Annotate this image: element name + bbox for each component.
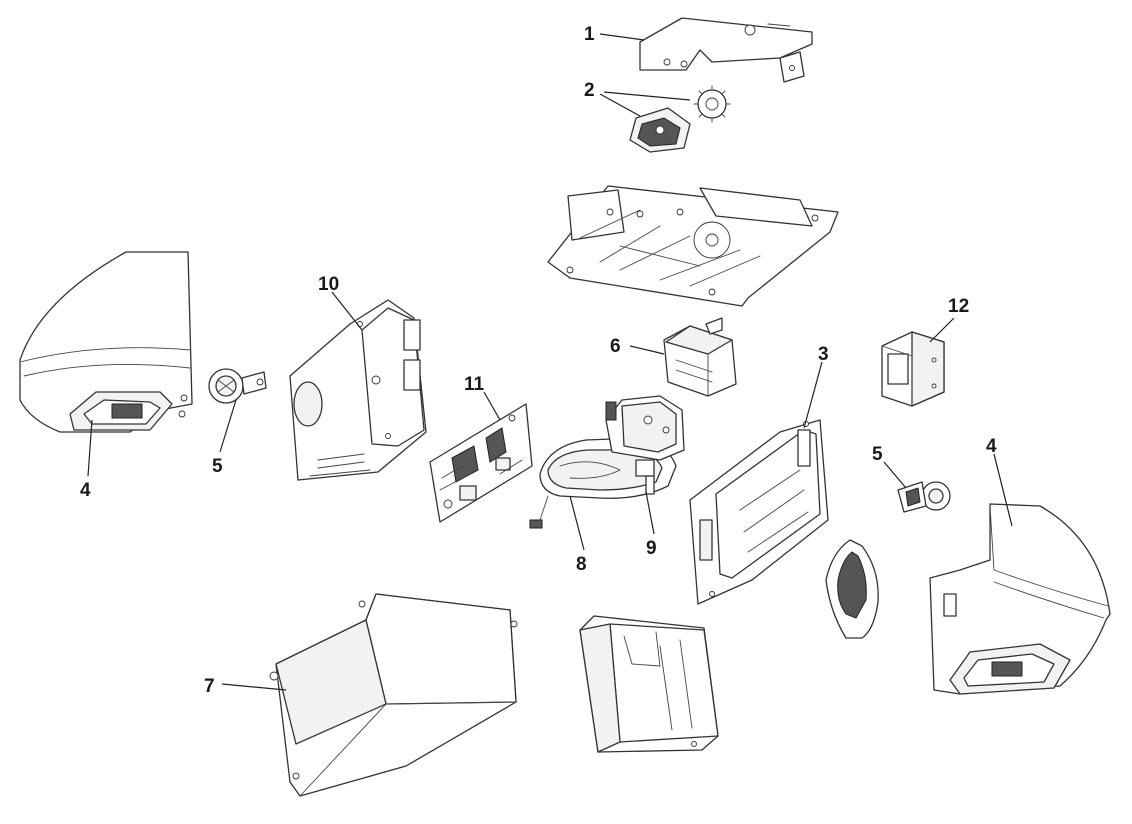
part-5-left-light-socket xyxy=(208,368,267,404)
callout-12: 12 xyxy=(948,296,969,317)
callout-4-right: 4 xyxy=(986,436,997,457)
leader-9 xyxy=(645,491,655,535)
part-11-logic-board xyxy=(429,403,533,523)
callout-9: 9 xyxy=(646,538,657,559)
callout-1: 1 xyxy=(584,24,595,45)
bracket-clip xyxy=(825,539,879,639)
leader-11 xyxy=(483,391,501,421)
leader-2a xyxy=(603,91,691,101)
callout-6: 6 xyxy=(610,336,621,357)
leader-8 xyxy=(569,495,585,551)
leader-2b xyxy=(599,93,641,117)
leader-10 xyxy=(331,291,363,331)
callout-10: 10 xyxy=(318,274,339,295)
callout-8: 8 xyxy=(576,554,587,575)
leader-5b xyxy=(883,461,907,489)
part-2-sprocket-assembly xyxy=(629,85,731,153)
part-3-side-housing xyxy=(689,419,829,605)
callout-5-right: 5 xyxy=(872,444,883,465)
part-12-box-component xyxy=(881,331,945,407)
part-7-bottom-cover xyxy=(269,593,518,797)
part-1-mounting-bracket xyxy=(639,17,813,83)
callout-7: 7 xyxy=(204,676,215,697)
callout-4-left: 4 xyxy=(80,480,91,501)
callout-2: 2 xyxy=(584,80,595,101)
callout-11: 11 xyxy=(464,374,485,395)
part-4-right-end-cover xyxy=(929,503,1111,695)
part-5-right-light-socket xyxy=(897,481,951,513)
leader-1 xyxy=(599,33,645,41)
leader-4b xyxy=(993,453,1013,527)
leader-lines xyxy=(87,33,1013,691)
leader-3 xyxy=(803,361,823,429)
callout-labels: 1 2 3 4 4 5 5 6 7 8 9 10 11 12 xyxy=(80,24,997,697)
leader-6 xyxy=(629,345,665,355)
leader-5a xyxy=(219,399,237,453)
bottom-center-housing xyxy=(579,615,719,753)
chassis-plate xyxy=(547,185,839,307)
leader-4a xyxy=(87,419,93,477)
part-4-left-end-cover xyxy=(19,251,193,433)
callout-3: 3 xyxy=(818,344,829,365)
callout-5-left: 5 xyxy=(212,456,223,477)
part-9-motor-top-assembly xyxy=(605,395,685,495)
part-10-housing-frame xyxy=(289,299,427,481)
leader-12 xyxy=(929,317,955,343)
leader-7 xyxy=(221,683,287,691)
part-6-component xyxy=(663,317,737,397)
